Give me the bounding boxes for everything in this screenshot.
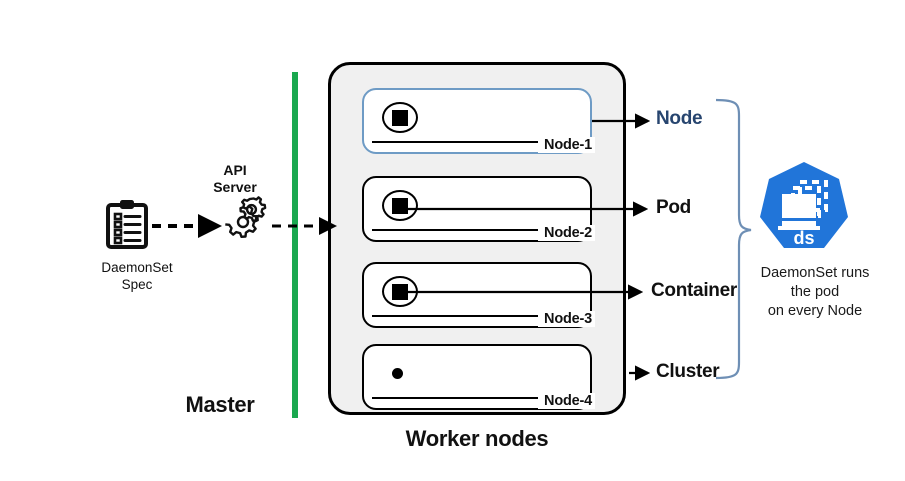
node-box-node-2[interactable]: Node-2	[362, 176, 595, 242]
clipboard-icon	[104, 199, 150, 254]
master-worker-divider	[292, 72, 298, 418]
node-label-node-1: Node-1	[538, 137, 595, 153]
worker-nodes-label: Worker nodes	[405, 426, 549, 451]
node-label-node-2: Node-2	[538, 225, 595, 241]
daemonset-spec-label: DaemonSet Spec	[78, 259, 196, 293]
container-node-3	[392, 283, 408, 300]
master-label: Master	[185, 392, 255, 417]
k8s-caption: DaemonSet runs the pod on every Node	[740, 264, 890, 321]
api-server-line1: API	[223, 162, 247, 178]
node-rule-node-2	[372, 229, 582, 231]
api-server-line2: Server	[213, 179, 257, 195]
cluster-brace	[715, 98, 752, 380]
node-rule-node-1	[372, 141, 582, 143]
legend-label-cluster: Cluster	[656, 361, 720, 382]
pod-node-3	[382, 276, 418, 307]
api-server-label: API Server	[196, 162, 274, 196]
container-node-2	[392, 197, 408, 214]
node-label-node-3: Node-3	[538, 311, 595, 327]
node-box-node-3[interactable]: Node-3	[362, 262, 595, 328]
container-node-1	[392, 109, 408, 126]
pod-node-1	[382, 102, 418, 133]
daemonset-spec-line2: Spec	[121, 277, 153, 292]
node-box-node-4[interactable]: Node-4	[362, 344, 595, 410]
kubernetes-daemonset-icon: ds	[756, 160, 852, 256]
legend-label-container: Container	[651, 280, 737, 301]
node-rule-node-3	[372, 315, 582, 317]
gears-icon	[225, 194, 269, 245]
pod-dot-node-4	[392, 368, 403, 379]
k8s-front-box	[782, 194, 816, 226]
k8s-caption-line3: on every Node	[767, 303, 863, 319]
legend-label-node: Node	[656, 108, 703, 129]
k8s-caption-line1: DaemonSet runs	[760, 265, 870, 281]
node-box-node-1[interactable]: Node-1	[362, 88, 595, 154]
node-label-node-4: Node-4	[538, 393, 595, 409]
k8s-icon-text: ds	[793, 228, 814, 248]
node-rule-node-4	[372, 397, 582, 399]
daemonset-spec-line1: DaemonSet	[101, 260, 173, 275]
pod-node-2	[382, 190, 418, 221]
k8s-caption-line2: the pod	[790, 284, 840, 300]
legend-label-pod: Pod	[656, 197, 691, 218]
